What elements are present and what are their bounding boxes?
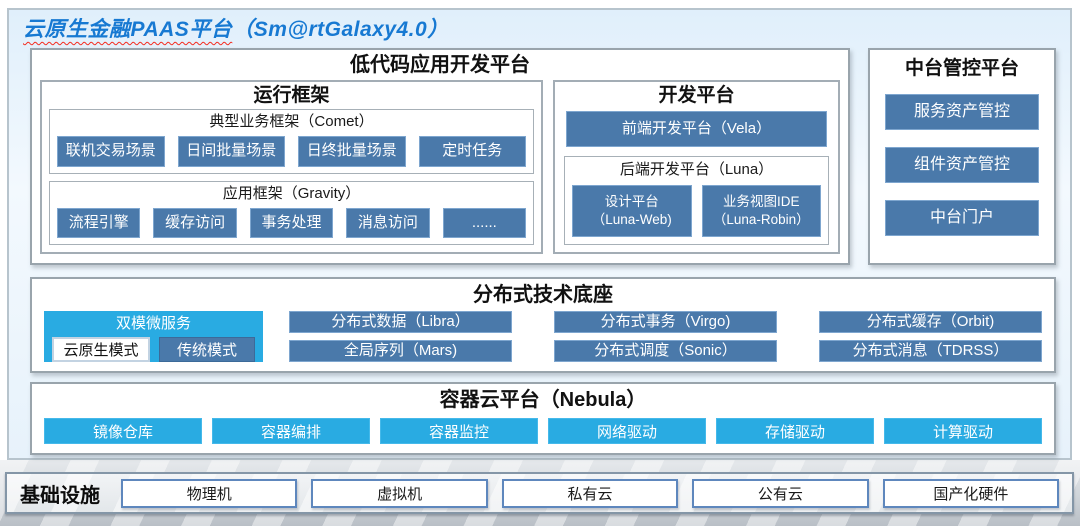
dual-mode-microservice-box: 双模微服务 云原生模式 传统模式 xyxy=(44,311,263,362)
block-mars-sequence: 全局序列（Mars) xyxy=(289,340,512,362)
luna-web-line2: （Luna-Web) xyxy=(591,212,672,227)
outer-frame: 云原生金融PAAS平台（Sm@rtGalaxy4.0） 低代码应用开发平台 运行… xyxy=(7,8,1072,460)
dual-mode-row: 云原生模式 传统模式 xyxy=(52,337,255,362)
dual-mode-label: 双模微服务 xyxy=(115,315,191,332)
block-message-access: 消息访问 xyxy=(346,207,430,238)
luna-backend-box: 后端开发平台（Luna） 设计平台 （Luna-Web) 业务视图IDE （Lu… xyxy=(564,156,829,245)
page-title-version: （Sm@rtGalaxy4.0） xyxy=(232,18,449,41)
luna-robin-line2: （Luna-Robin） xyxy=(712,212,810,227)
block-network-driver: 网络驱动 xyxy=(548,418,706,444)
block-intraday-batch: 日间批量场景 xyxy=(177,136,285,167)
nebula-platform-box: 容器云平台（Nebula） 镜像仓库 容器编排 容器监控 网络驱动 存储驱动 计… xyxy=(30,382,1056,455)
lowcode-platform-header: 低代码应用开发平台 xyxy=(350,54,530,76)
comet-button-row: 联机交易场景 日间批量场景 日终批量场景 定时任务 xyxy=(57,136,526,167)
block-private-cloud: 私有云 xyxy=(501,478,679,508)
block-orbit-cache: 分布式缓存（Orbit) xyxy=(819,311,1042,333)
middle-platform-box: 中台管控平台 服务资产管控 组件资产管控 中台门户 xyxy=(868,48,1056,265)
block-middle-platform-portal: 中台门户 xyxy=(885,200,1039,236)
runtime-framework-header: 运行框架 xyxy=(253,85,330,106)
page-title-main: 云原生金融PAAS平台 xyxy=(23,18,233,41)
block-online-transaction: 联机交易场景 xyxy=(57,136,165,167)
block-luna-robin: 业务视图IDE （Luna-Robin） xyxy=(701,185,821,237)
lowcode-platform-box: 低代码应用开发平台 运行框架 典型业务框架（Comet） 联机交易场景 日间批量… xyxy=(30,48,850,265)
comet-framework-label: 典型业务框架（Comet） xyxy=(209,113,374,130)
infrastructure-label: 基础设施 xyxy=(20,484,100,507)
block-process-engine: 流程引擎 xyxy=(57,207,141,238)
block-cache-access: 缓存访问 xyxy=(153,207,237,238)
page-title: 云原生金融PAAS平台（Sm@rtGalaxy4.0） xyxy=(23,13,449,43)
gravity-framework-label: 应用框架（Gravity） xyxy=(222,184,361,202)
block-vela-frontend: 前端开发平台（Vela） xyxy=(566,111,827,147)
infrastructure-strip: 基础设施 物理机 虚拟机 私有云 公有云 国产化硬件 xyxy=(5,472,1074,514)
block-virgo-transaction: 分布式事务（Virgo) xyxy=(554,311,777,333)
block-scheduled-task: 定时任务 xyxy=(418,136,526,167)
nebula-button-row: 镜像仓库 容器编排 容器监控 网络驱动 存储驱动 计算驱动 xyxy=(44,418,1042,444)
block-domestic-hardware: 国产化硬件 xyxy=(882,478,1060,508)
distributed-services-grid: 分布式数据（Libra） 分布式事务（Virgo) 分布式缓存（Orbit) 全… xyxy=(289,311,1042,362)
comet-framework-box: 典型业务框架（Comet） 联机交易场景 日间批量场景 日终批量场景 定时任务 xyxy=(49,109,534,174)
block-luna-web: 设计平台 （Luna-Web) xyxy=(572,185,692,237)
block-transaction-processing: 事务处理 xyxy=(249,207,334,238)
block-traditional-mode: 传统模式 xyxy=(159,337,255,362)
block-tdrss-message: 分布式消息（TDRSS） xyxy=(819,340,1042,362)
distributed-content-row: 双模微服务 云原生模式 传统模式 分布式数据（Libra） 分布式事务（Virg… xyxy=(44,311,1042,362)
luna-button-row: 设计平台 （Luna-Web) 业务视图IDE （Luna-Robin） xyxy=(572,185,821,237)
block-ellipsis: ...... xyxy=(442,207,527,238)
lowcode-content-row: 运行框架 典型业务框架（Comet） 联机交易场景 日间批量场景 日终批量场景 … xyxy=(32,80,848,263)
dev-platform-box: 开发平台 前端开发平台（Vela） 后端开发平台（Luna） 设计平台 （Lun… xyxy=(553,80,840,254)
runtime-framework-box: 运行框架 典型业务框架（Comet） 联机交易场景 日间批量场景 日终批量场景 … xyxy=(40,80,543,254)
luna-web-line1: 设计平台 xyxy=(604,194,659,210)
block-sonic-scheduler: 分布式调度（Sonic） xyxy=(554,340,777,362)
nebula-platform-header: 容器云平台（Nebula） xyxy=(439,389,647,411)
block-virtual-machine: 虚拟机 xyxy=(311,478,488,508)
distributed-base-box: 分布式技术底座 双模微服务 云原生模式 传统模式 分布式数据（Libra） 分布… xyxy=(30,277,1056,373)
block-container-orchestration: 容器编排 xyxy=(212,418,370,444)
dev-platform-header: 开发平台 xyxy=(658,85,735,106)
block-service-asset-control: 服务资产管控 xyxy=(885,94,1039,130)
block-public-cloud: 公有云 xyxy=(692,478,869,508)
middle-platform-header: 中台管控平台 xyxy=(904,58,1019,79)
gravity-button-row: 流程引擎 缓存访问 事务处理 消息访问 ...... xyxy=(57,207,527,238)
block-eod-batch: 日终批量场景 xyxy=(298,136,406,167)
block-component-asset-control: 组件资产管控 xyxy=(885,147,1039,183)
distributed-base-header: 分布式技术底座 xyxy=(473,284,613,306)
gravity-framework-box: 应用框架（Gravity） 流程引擎 缓存访问 事务处理 消息访问 ...... xyxy=(49,180,534,245)
block-libra-data: 分布式数据（Libra） xyxy=(289,311,512,333)
block-storage-driver: 存储驱动 xyxy=(716,418,874,444)
luna-backend-label: 后端开发平台（Luna） xyxy=(619,161,774,178)
block-cloud-native-mode: 云原生模式 xyxy=(52,337,150,362)
block-physical-machine: 物理机 xyxy=(121,478,298,508)
block-image-repository: 镜像仓库 xyxy=(44,418,202,444)
luna-robin-line1: 业务视图IDE xyxy=(722,194,800,210)
block-container-monitoring: 容器监控 xyxy=(380,418,538,444)
block-compute-driver: 计算驱动 xyxy=(884,418,1042,444)
